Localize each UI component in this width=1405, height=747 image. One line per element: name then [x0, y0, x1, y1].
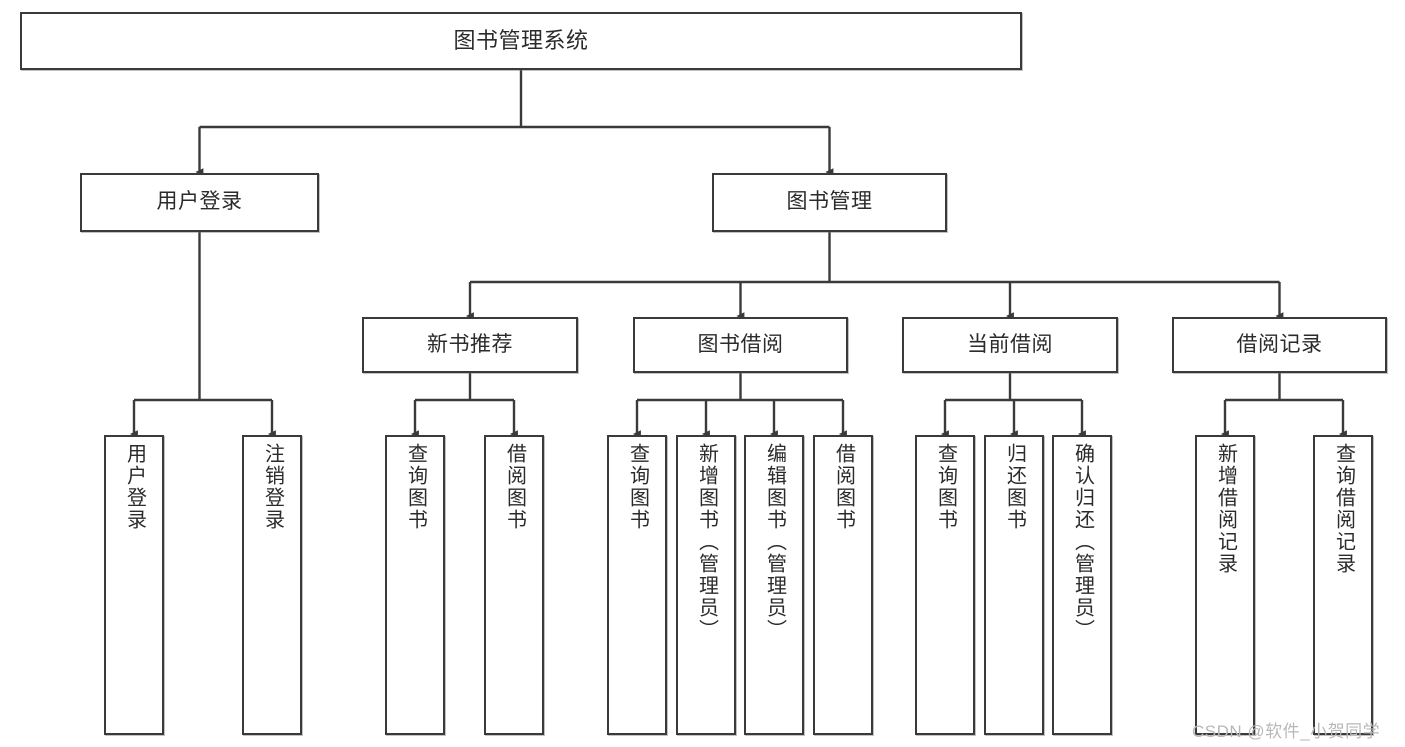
- node-label: 借阅图书: [832, 443, 855, 531]
- node-new-book-recommendation[interactable]: 新书推荐: [362, 317, 578, 373]
- node-leaf-user-login[interactable]: 用户登录: [104, 435, 164, 735]
- node-leaf-query-book-recommendation[interactable]: 查询图书: [385, 435, 445, 735]
- node-label: 归还图书: [1003, 443, 1026, 531]
- node-leaf-add-book-admin[interactable]: 新增图书（管理员）: [676, 435, 736, 735]
- node-label: 用户登录: [156, 190, 243, 214]
- node-user-login[interactable]: 用户登录: [80, 173, 319, 232]
- node-leaf-confirm-return-admin[interactable]: 确认归还（管理员）: [1052, 435, 1112, 735]
- node-label: 图书借阅: [697, 332, 784, 356]
- node-label: 查询借阅记录: [1332, 443, 1355, 575]
- node-label: 新增图书（管理员）: [695, 443, 718, 641]
- node-leaf-borrow-book[interactable]: 借阅图书: [813, 435, 873, 735]
- node-leaf-query-book-current[interactable]: 查询图书: [915, 435, 975, 735]
- node-leaf-add-borrow-record[interactable]: 新增借阅记录: [1195, 435, 1255, 735]
- node-label: 用户登录: [123, 443, 146, 531]
- node-leaf-logout[interactable]: 注销登录: [242, 435, 302, 735]
- node-book-borrowing[interactable]: 图书借阅: [633, 317, 848, 373]
- node-label: 确认归还（管理员）: [1071, 443, 1094, 641]
- node-label: 借阅图书: [503, 443, 526, 531]
- node-label: 图书管理: [786, 190, 873, 214]
- watermark: CSDN @软件_小贺同学: [1192, 722, 1381, 741]
- node-label: 借阅记录: [1236, 332, 1323, 356]
- node-root-book-management-system[interactable]: 图书管理系统: [20, 12, 1022, 70]
- node-borrowing-record[interactable]: 借阅记录: [1172, 317, 1387, 373]
- node-label: 注销登录: [261, 443, 284, 531]
- node-label: 新书推荐: [427, 332, 513, 356]
- node-book-management[interactable]: 图书管理: [712, 173, 947, 232]
- node-label: 新增借阅记录: [1214, 443, 1237, 575]
- node-label: 查询图书: [626, 443, 649, 531]
- node-label: 编辑图书（管理员）: [763, 443, 786, 641]
- node-label: 当前借阅: [967, 332, 1053, 356]
- node-label: 查询图书: [934, 443, 957, 531]
- node-leaf-query-borrow-record[interactable]: 查询借阅记录: [1313, 435, 1373, 735]
- node-leaf-return-book[interactable]: 归还图书: [984, 435, 1044, 735]
- node-label: 图书管理系统: [453, 28, 589, 54]
- node-leaf-borrow-book-recommendation[interactable]: 借阅图书: [484, 435, 544, 735]
- node-leaf-query-book[interactable]: 查询图书: [607, 435, 667, 735]
- node-leaf-edit-book-admin[interactable]: 编辑图书（管理员）: [744, 435, 804, 735]
- node-current-borrowing[interactable]: 当前借阅: [902, 317, 1118, 373]
- node-label: 查询图书: [404, 443, 427, 531]
